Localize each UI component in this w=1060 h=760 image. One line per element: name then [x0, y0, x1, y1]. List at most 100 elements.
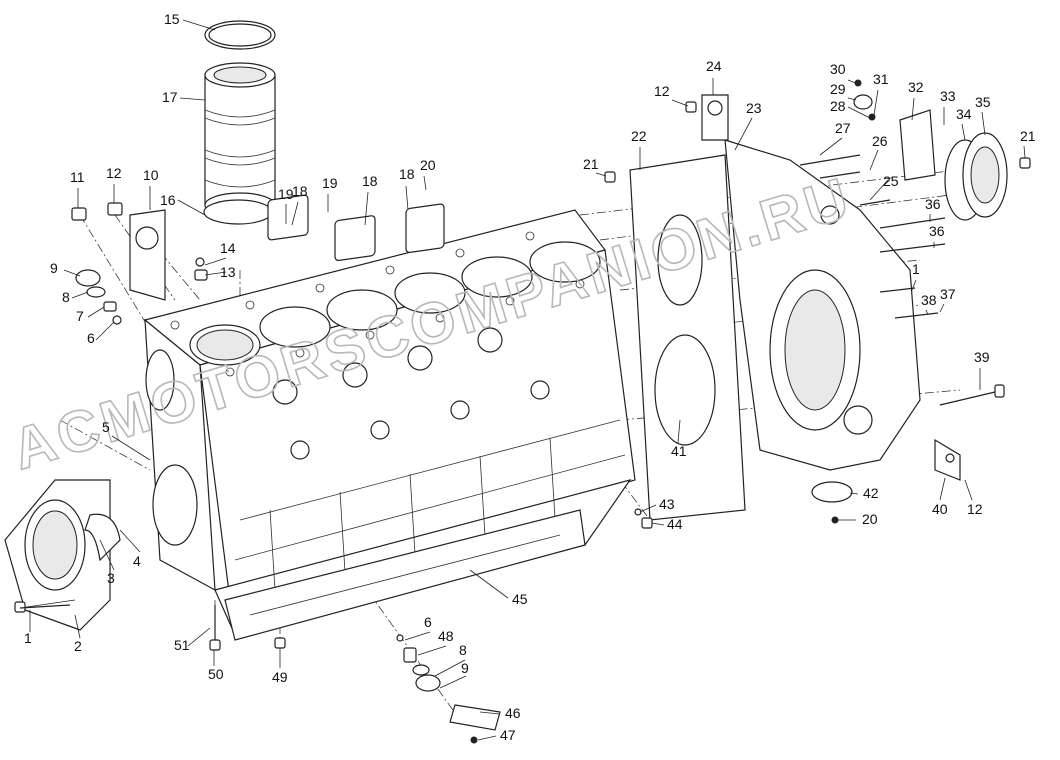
callout-6b: 6: [424, 614, 432, 630]
callout-leader-line: [404, 631, 431, 641]
callout-15: 15: [164, 11, 180, 27]
callout-39: 39: [974, 349, 990, 365]
callout-leader-line: [961, 123, 966, 141]
callout-21b: 21: [1020, 128, 1036, 144]
callout-40: 40: [932, 501, 948, 517]
callout-20a: 20: [420, 157, 436, 173]
callout-leader-line: [847, 79, 859, 85]
callout-24: 24: [706, 58, 722, 74]
callout-48: 48: [438, 628, 454, 644]
callout-25: 25: [883, 173, 899, 189]
callout-33: 33: [940, 88, 956, 104]
callout-35: 35: [975, 94, 991, 110]
callout-leader-line: [847, 106, 871, 119]
callout-43: 43: [659, 496, 675, 512]
callout-leader-line: [1023, 145, 1026, 159]
deck-bolt-holes: [170, 231, 585, 377]
callout-10: 10: [143, 167, 159, 183]
callout-31: 31: [873, 71, 889, 87]
callout-9b: 9: [461, 660, 469, 676]
callout-leader-line: [434, 659, 466, 677]
callout-45: 45: [512, 591, 528, 607]
callout-leader-line: [639, 504, 657, 513]
callout-34: 34: [956, 106, 972, 122]
callout-3: 3: [107, 570, 115, 586]
engine-block: [143, 209, 636, 636]
callout-labels: 15 17 16 11 12 10 9 8 7 6 14 13 19 18 19…: [24, 11, 1036, 743]
callout-leader-line: [911, 279, 917, 291]
callout-leader-line: [182, 19, 216, 31]
callout-leader-line: [95, 321, 115, 341]
callout-22: 22: [631, 128, 647, 144]
callout-leader-line: [63, 269, 81, 277]
callout-leader-line: [469, 569, 509, 599]
callout-leader-line: [405, 185, 409, 211]
callout-leader-line: [849, 492, 859, 495]
callout-38: 38: [921, 292, 937, 308]
callout-leader-line: [477, 735, 497, 741]
callout-19b: 19: [322, 175, 338, 191]
callout-8b: 8: [459, 642, 467, 658]
callout-leader-line: [595, 172, 607, 177]
callout-46: 46: [505, 705, 521, 721]
callout-leader-line: [179, 97, 206, 101]
callout-leader-line: [869, 179, 889, 201]
callout-17: 17: [162, 89, 178, 105]
callout-leader-line: [925, 309, 929, 316]
callout-14: 14: [220, 240, 236, 256]
callout-42: 42: [863, 485, 879, 501]
callout-30: 30: [830, 61, 846, 77]
rear-seal-housing: [4, 479, 121, 631]
callout-37: 37: [940, 286, 956, 302]
callout-20b: 20: [862, 511, 878, 527]
callout-leader-line: [734, 117, 753, 151]
callout-28: 28: [830, 98, 846, 114]
callout-9a: 9: [50, 260, 58, 276]
callout-19a: 19: [278, 186, 294, 202]
callout-12c: 12: [967, 501, 983, 517]
left-front-parts: [71, 202, 208, 325]
callout-1b: 1: [912, 261, 920, 277]
callout-leader-line: [364, 191, 369, 226]
callout-leader-line: [417, 645, 447, 656]
callout-leader-line: [479, 711, 501, 715]
callout-50: 50: [208, 666, 224, 682]
callout-11: 11: [70, 169, 85, 185]
callout-4: 4: [133, 553, 141, 569]
callout-41: 41: [671, 443, 687, 459]
callout-18a: 18: [292, 183, 308, 199]
callout-leader-line: [911, 97, 915, 121]
callout-leader-line: [423, 175, 427, 191]
callout-leaders: [29, 19, 1026, 741]
callout-21a: 21: [583, 156, 599, 172]
callout-5: 5: [102, 419, 110, 435]
callout-2: 2: [74, 638, 82, 654]
callout-12a: 12: [106, 165, 122, 181]
cylinder-liner: [203, 20, 276, 225]
callout-leader-line: [204, 271, 227, 276]
callout-leader-line: [71, 291, 89, 299]
small-parts: [396, 79, 961, 744]
callout-49: 49: [272, 669, 288, 685]
rear-seal-cover: [899, 109, 1008, 221]
oil-pan-ladder: [224, 509, 586, 641]
callout-leader-line: [671, 99, 689, 107]
callout-leader-line: [981, 111, 986, 136]
callout-29: 29: [830, 81, 846, 97]
callout-18c: 18: [399, 166, 415, 182]
callout-leader-line: [651, 522, 665, 526]
callout-16: 16: [160, 192, 176, 208]
callout-leader-line: [291, 201, 299, 226]
callout-23: 23: [746, 100, 762, 116]
callout-6a: 6: [87, 330, 95, 346]
callout-leader-line: [869, 149, 879, 171]
cover-plates: [267, 194, 445, 262]
callout-leader-line: [939, 303, 945, 313]
callout-1a: 1: [24, 630, 32, 646]
callout-44: 44: [667, 516, 683, 532]
callout-leader-line: [177, 199, 206, 216]
callout-51: 51: [174, 637, 190, 653]
callout-36a: 36: [925, 196, 941, 212]
callout-leader-line: [847, 97, 857, 101]
